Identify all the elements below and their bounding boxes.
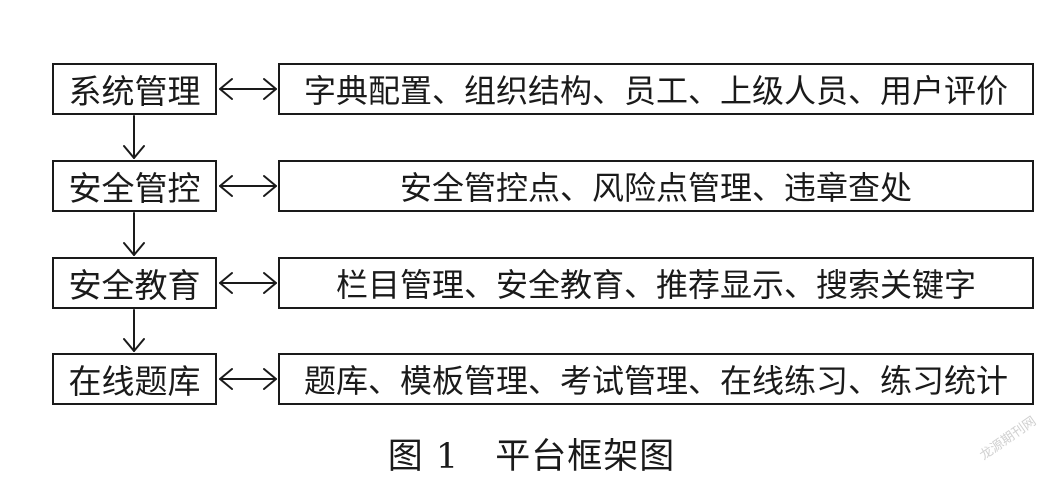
double-arrow-row-2	[219, 175, 277, 197]
feature-box-online-question-bank: 题库、模板管理、考试管理、在线练习、练习统计	[278, 353, 1034, 405]
double-arrow-row-1	[219, 78, 277, 100]
feature-box-safety-education: 栏目管理、安全教育、推荐显示、搜索关键字	[278, 257, 1034, 309]
module-label: 安全管控	[68, 169, 201, 208]
feature-box-safety-control: 安全管控点、风险点管理、违章查处	[278, 160, 1034, 212]
module-label: 在线题库	[68, 362, 201, 401]
double-arrow-row-3	[219, 272, 277, 294]
feature-label: 栏目管理、安全教育、推荐显示、搜索关键字	[335, 266, 976, 304]
module-box-safety-education: 安全教育	[52, 257, 217, 309]
figure-caption: 图 1 平台框架图	[387, 437, 676, 477]
feature-label: 题库、模板管理、考试管理、在线练习、练习统计	[303, 362, 1008, 400]
module-label: 安全教育	[68, 266, 201, 305]
double-arrow-row-4	[219, 368, 277, 390]
module-box-safety-control: 安全管控	[52, 160, 217, 212]
module-label: 系统管理	[68, 72, 201, 111]
down-arrow-3	[123, 309, 145, 352]
feature-box-system-management: 字典配置、组织结构、员工、上级人员、用户评价	[278, 63, 1034, 115]
module-box-system-management: 系统管理	[52, 63, 217, 115]
down-arrow-2	[123, 212, 145, 256]
module-box-online-question-bank: 在线题库	[52, 353, 217, 405]
down-arrow-1	[123, 115, 145, 159]
feature-label: 安全管控点、风险点管理、违章查处	[399, 169, 912, 207]
feature-label: 字典配置、组织结构、员工、上级人员、用户评价	[303, 72, 1008, 110]
